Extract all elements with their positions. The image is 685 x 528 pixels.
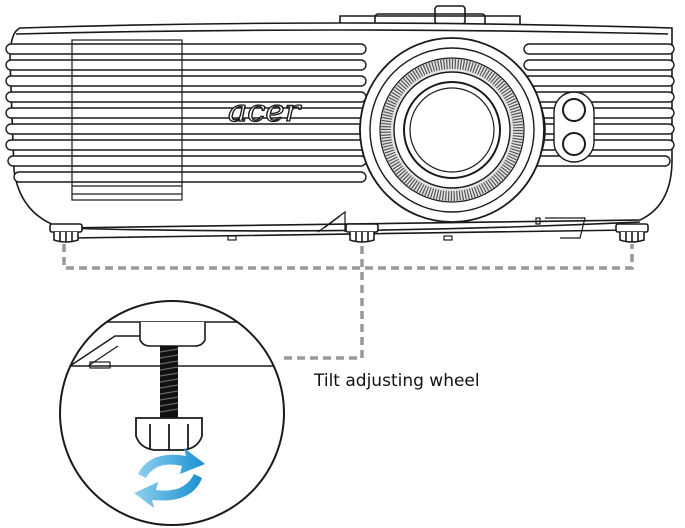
zoom-button bbox=[562, 98, 586, 122]
foot-center bbox=[345, 223, 379, 243]
lens-control-buttons bbox=[553, 91, 595, 163]
tilt-wheel-label: Tilt adjusting wheel bbox=[314, 371, 480, 391]
projector-vents bbox=[5, 43, 675, 183]
threaded-screw bbox=[159, 346, 179, 418]
dashed-leader bbox=[62, 244, 634, 360]
tilt-adjusting-wheel bbox=[135, 417, 203, 451]
brand-logo: acer bbox=[228, 94, 302, 129]
lens-housing bbox=[359, 37, 546, 223]
under-details bbox=[227, 210, 586, 241]
projector-top-button bbox=[434, 5, 466, 25]
zoom-detail bbox=[59, 300, 285, 526]
focus-button bbox=[562, 132, 586, 156]
foot-left bbox=[49, 223, 83, 243]
rotate-arrows-icon bbox=[134, 448, 205, 508]
foot-right bbox=[615, 223, 649, 243]
adjustable-feet bbox=[49, 223, 649, 243]
side-grille bbox=[71, 39, 183, 201]
